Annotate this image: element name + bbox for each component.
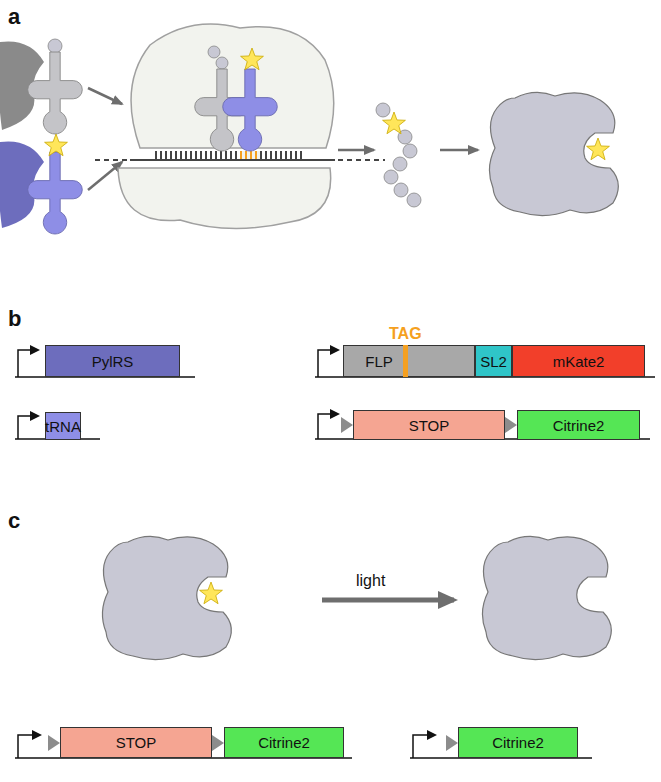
ncaa-star bbox=[587, 138, 610, 160]
promoter-arrow bbox=[318, 350, 338, 377]
linker-box: SL2 bbox=[475, 345, 512, 377]
box-label: Citrine2 bbox=[553, 417, 605, 434]
box-label: Citrine2 bbox=[492, 734, 544, 751]
gene-box: FLP bbox=[343, 345, 475, 377]
gene-box: PylRS bbox=[45, 345, 180, 377]
panel-letter: b bbox=[8, 306, 21, 332]
amber-codon-stripe bbox=[403, 345, 408, 377]
peptide-chain bbox=[376, 103, 421, 207]
codon-ticks bbox=[155, 151, 305, 159]
box-label: SL2 bbox=[480, 353, 507, 370]
mrna-strand bbox=[130, 159, 335, 161]
frt-site bbox=[446, 735, 458, 751]
box-label: PylRS bbox=[92, 353, 134, 370]
codon-label: TAG bbox=[389, 325, 422, 343]
panel-letter: c bbox=[8, 508, 20, 534]
trna-shape bbox=[223, 69, 278, 151]
amino-acid-bead bbox=[208, 46, 220, 58]
protein-shape bbox=[489, 92, 618, 215]
ncaa-star bbox=[241, 48, 264, 70]
trna-shape bbox=[195, 69, 250, 151]
ncaa-star bbox=[383, 112, 406, 134]
stop-cassette-box: STOP bbox=[353, 410, 505, 440]
process-label: light bbox=[356, 572, 385, 590]
ncaa-star bbox=[45, 134, 68, 156]
light-arrow bbox=[322, 598, 454, 603]
ribosome-large-subunit bbox=[131, 24, 334, 148]
amino-acid-bead bbox=[216, 57, 228, 69]
protein-shape bbox=[482, 536, 611, 659]
promoter-arrow bbox=[413, 735, 435, 758]
flow-arrow bbox=[338, 149, 374, 152]
promoter-arrow bbox=[18, 735, 40, 758]
synthetase-shape bbox=[0, 141, 44, 228]
frt-site bbox=[505, 417, 517, 433]
box-label: STOP bbox=[409, 417, 450, 434]
frt-site bbox=[48, 735, 60, 751]
amino-acid-bead bbox=[48, 39, 62, 53]
box-label: STOP bbox=[116, 734, 157, 751]
promoter-arrow bbox=[18, 416, 38, 439]
box-label: Citrine2 bbox=[258, 734, 310, 751]
caged-star bbox=[200, 582, 223, 604]
codon-gap bbox=[240, 151, 260, 159]
ribosome-small-subunit bbox=[118, 168, 331, 229]
flow-arrow bbox=[88, 162, 122, 190]
flow-arrow bbox=[88, 88, 122, 104]
mrna-strand bbox=[95, 159, 385, 161]
frt-site bbox=[212, 735, 224, 751]
amber-codon-ticks bbox=[240, 151, 260, 159]
box-label: tRNA bbox=[45, 418, 81, 435]
synthetase-shape bbox=[0, 41, 44, 130]
trna-shape bbox=[28, 152, 83, 234]
protein-shape bbox=[102, 536, 231, 659]
promoter-arrow bbox=[318, 414, 338, 439]
flow-arrow bbox=[440, 149, 478, 152]
trna-shape bbox=[28, 52, 83, 134]
promoter-arrow bbox=[18, 350, 38, 377]
box-label: mKate2 bbox=[553, 353, 605, 370]
reporter-box: Citrine2 bbox=[517, 410, 640, 440]
box-label: FLP bbox=[365, 353, 393, 370]
stop-cassette-box: STOP bbox=[60, 727, 212, 758]
frt-site bbox=[341, 417, 353, 433]
gene-box: tRNA bbox=[45, 412, 81, 440]
reporter-box: Citrine2 bbox=[458, 727, 578, 758]
panel-letter: a bbox=[8, 4, 20, 30]
gene-box: mKate2 bbox=[512, 345, 645, 377]
reporter-box: Citrine2 bbox=[224, 727, 344, 758]
